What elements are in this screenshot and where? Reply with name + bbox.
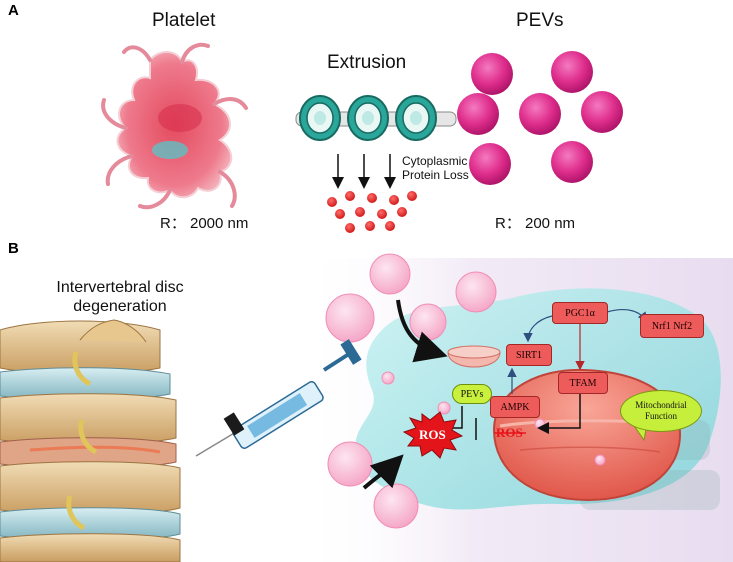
cytoplasmic-line2: Protein Loss bbox=[402, 168, 469, 182]
mitochondrial-function-label: Mitochondrial Function bbox=[620, 390, 702, 432]
platelet-illustration bbox=[101, 42, 248, 210]
ros-strike-label: ROS bbox=[496, 425, 523, 440]
uptake-arrow-top bbox=[396, 299, 448, 363]
disc-line1: Intervertebral disc bbox=[56, 279, 184, 296]
disc-degeneration-title: Intervertebral disc degeneration bbox=[36, 278, 204, 316]
syringe-illustration bbox=[195, 339, 362, 457]
panel-a-label: A bbox=[8, 2, 19, 19]
extrusion-device bbox=[295, 95, 457, 189]
node-sirt1: SIRT1 bbox=[506, 344, 552, 366]
node-pgc1a: PGC1α bbox=[552, 302, 608, 324]
pevs-title: PEVs bbox=[516, 10, 564, 31]
pevs-pill: PEVs bbox=[452, 384, 492, 404]
protein-dots bbox=[327, 191, 417, 233]
cytoplasmic-line1: Cytoplasmic bbox=[402, 154, 468, 168]
node-tfam: TFAM bbox=[558, 372, 608, 394]
node-nrf1-nrf2: Nrf1 Nrf2 bbox=[640, 314, 704, 338]
node-ampk: AMPK bbox=[490, 396, 540, 418]
extrusion-title: Extrusion bbox=[327, 52, 407, 73]
cytoplasmic-label: Cytoplasmic Protein Loss bbox=[402, 154, 469, 182]
panel-b-label: B bbox=[8, 240, 19, 257]
spine-illustration bbox=[0, 319, 181, 562]
uptake-arrow-bottom bbox=[362, 454, 404, 490]
platelet-title: Platelet bbox=[152, 10, 216, 31]
ros-burst-shape bbox=[402, 411, 464, 459]
platelet-radius: R： 2000 nm bbox=[160, 215, 249, 232]
disc-line2: degeneration bbox=[73, 298, 167, 315]
endosome bbox=[447, 345, 501, 368]
mito-line2: Function bbox=[644, 411, 677, 421]
pevs-radius: R： 200 nm bbox=[495, 215, 576, 232]
pev-spheres bbox=[457, 51, 623, 185]
mito-line1: Mitochondrial bbox=[635, 400, 687, 410]
ros-burst-label: ROS bbox=[419, 427, 446, 442]
